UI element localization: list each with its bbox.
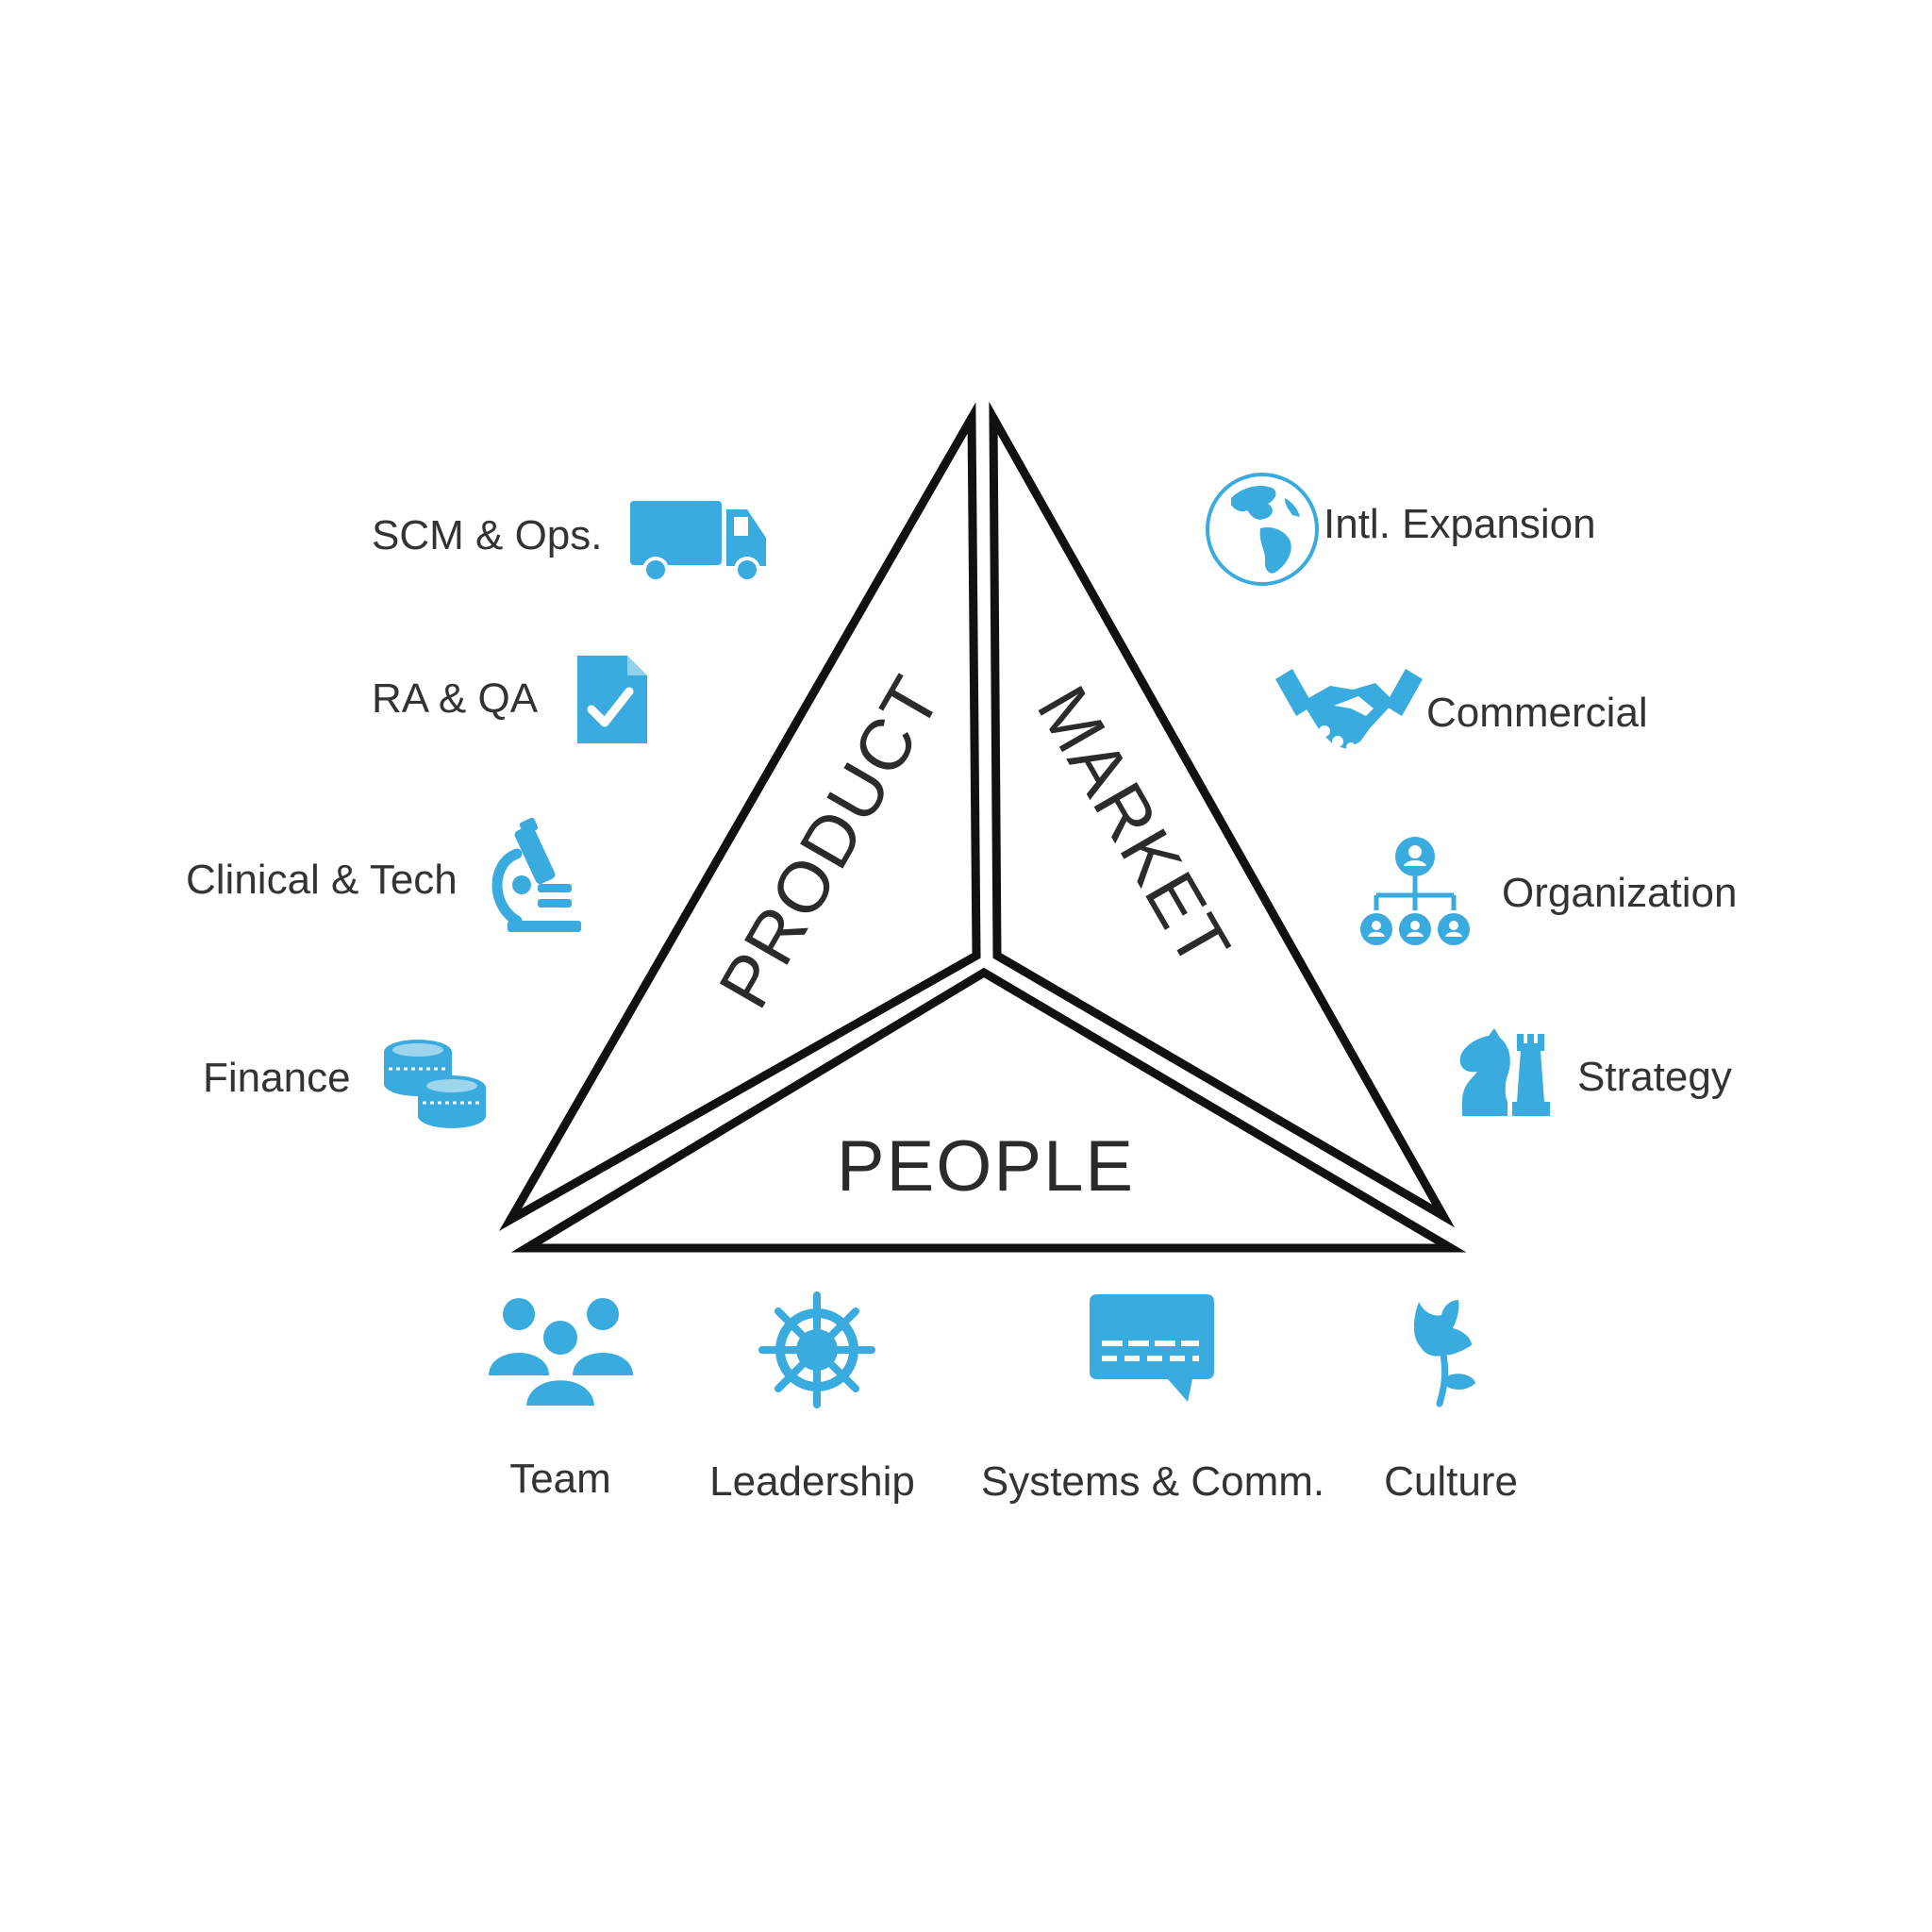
triangle-outline xyxy=(498,401,1467,1253)
checked-document-icon xyxy=(577,656,647,743)
market-segment xyxy=(989,401,1456,1228)
product-item-clinical: Clinical & Tech xyxy=(186,817,581,932)
product-segment xyxy=(498,402,981,1232)
truck-icon xyxy=(630,501,766,583)
market-item-strategy: Strategy xyxy=(1459,1028,1732,1116)
market-item-intl-expansion: Intl. Expansion xyxy=(1206,473,1596,586)
product-item-label: RA & QA xyxy=(372,675,539,722)
coins-icon xyxy=(384,1040,486,1128)
globe-icon xyxy=(1206,473,1319,586)
market-item-commercial: Commercial xyxy=(1275,669,1648,752)
people-item-label: Leadership xyxy=(709,1458,915,1505)
product-items: SCM & Ops. RA & QA Clinical & Tech xyxy=(186,501,766,1128)
ship-wheel-icon xyxy=(758,1291,875,1408)
product-item-finance: Finance xyxy=(203,1040,486,1128)
market-items: Intl. Expansion Commercial xyxy=(1206,473,1737,1116)
market-item-organization: Organization xyxy=(1360,837,1737,945)
section-label-product: PRODUCT xyxy=(704,662,958,1021)
product-item-scm: SCM & Ops. xyxy=(372,501,766,583)
chess-pieces-icon xyxy=(1459,1028,1550,1116)
people-item-leadership: Leadership xyxy=(709,1291,915,1505)
org-chart-icon xyxy=(1360,837,1470,945)
chat-bubble-icon xyxy=(1090,1294,1214,1402)
people-item-systems: Systems & Comm. xyxy=(981,1294,1324,1505)
product-item-label: SCM & Ops. xyxy=(372,512,603,558)
people-item-label: Team xyxy=(509,1456,611,1502)
market-item-label: Organization xyxy=(1502,870,1737,916)
product-item-label: Clinical & Tech xyxy=(186,857,458,903)
flower-icon xyxy=(1413,1300,1475,1407)
product-item-raqa: RA & QA xyxy=(372,656,647,743)
people-segment xyxy=(510,967,1467,1253)
market-item-label: Commercial xyxy=(1426,690,1648,736)
market-item-label: Intl. Expansion xyxy=(1324,501,1596,547)
people-item-team: Team xyxy=(489,1298,633,1502)
handshake-icon xyxy=(1275,669,1423,752)
team-icon xyxy=(489,1298,633,1409)
section-label-people: PEOPLE xyxy=(837,1126,1135,1207)
people-item-culture: Culture xyxy=(1384,1300,1518,1505)
section-label-market: MARKET xyxy=(1022,674,1246,982)
product-item-label: Finance xyxy=(203,1055,351,1101)
microscope-icon xyxy=(491,817,581,932)
people-item-label: Systems & Comm. xyxy=(981,1458,1324,1505)
people-item-label: Culture xyxy=(1384,1458,1518,1505)
people-items: Team Leadership xyxy=(489,1291,1518,1505)
market-item-label: Strategy xyxy=(1577,1054,1732,1100)
